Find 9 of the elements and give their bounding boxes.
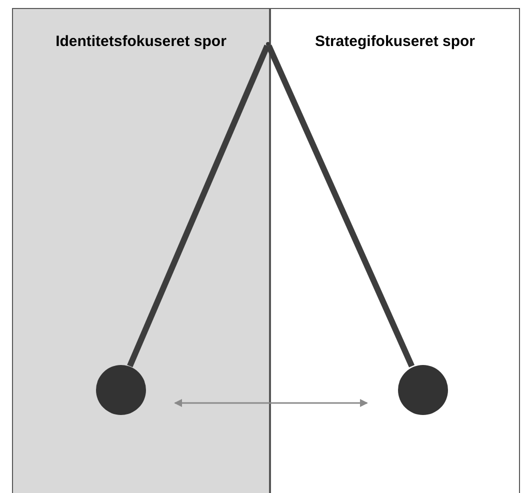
panel-title: Identitetsfokuseret spor [54,33,228,50]
panel [270,8,520,493]
panel-title: Strategifokuseret spor [314,33,476,50]
pendulum-ball [398,365,448,415]
double-arrow [174,399,368,407]
pendulum-ball [96,365,146,415]
panel [12,8,270,493]
pendulum-rod [127,44,270,368]
pendulum-rod [266,44,415,368]
